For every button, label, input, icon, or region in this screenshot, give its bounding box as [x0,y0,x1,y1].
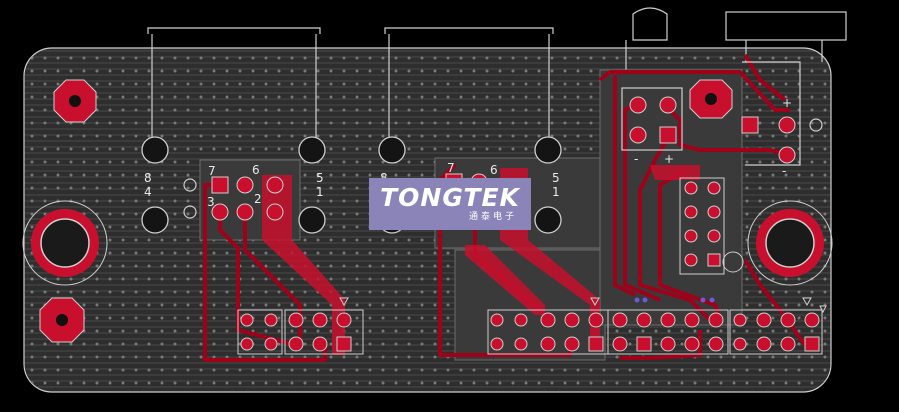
u2-pin7-label: 7 [447,161,455,175]
vertical-header [679,177,744,275]
j2-1-label: 1 [552,185,560,199]
net-markers [634,297,715,303]
minus-cap-label: - [782,164,786,178]
component-outlines [183,61,823,219]
plus-cap-label: + [782,96,792,110]
u1-pin6-label: 6 [252,163,260,177]
logo-subtitle: 通泰电子 [468,212,517,222]
u1-pin2-label: 2 [254,192,262,206]
mounting-holes [22,200,833,286]
u1-pin3-label: 3 [207,195,215,209]
octagon-drills [56,93,717,326]
connector-outlines [147,7,847,140]
plus-left-label: + [664,152,674,166]
pin1-markers [339,297,827,314]
j1-8-label: 8 [144,171,152,185]
header-pads [237,309,823,355]
j1-1-label: 1 [316,185,324,199]
j2-5-label: 5 [552,171,560,185]
minus-left-label: - [634,152,638,166]
u2-pin6-label: 6 [490,163,498,177]
logo-brand: TONGTEK [380,183,520,212]
u1-pin7-label: 7 [208,164,216,178]
j1-4-label: 4 [144,185,152,199]
j1-5-label: 5 [316,171,324,185]
tongtek-logo: TONGTEK 通泰电子 [369,178,531,230]
